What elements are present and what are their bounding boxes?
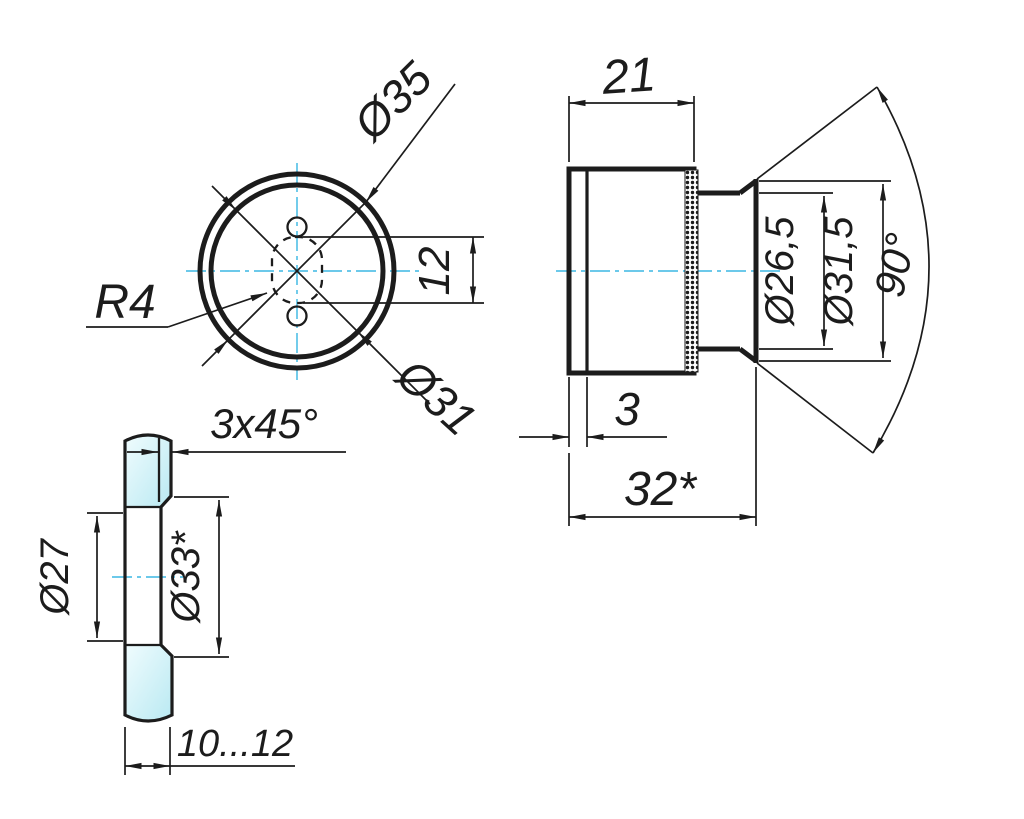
overall-length-label: 32*	[624, 463, 697, 516]
disc-diameter-label: Ø33*	[164, 530, 208, 625]
glass-disc-view: 3x45° Ø27 Ø33* 10...12	[33, 400, 346, 775]
seat-angle-label: 90°	[865, 229, 924, 301]
front-view: Ø35 Ø31 R4 12	[86, 51, 487, 446]
dim-slot-radius: R4	[86, 276, 268, 329]
seat-large-diameter-label: Ø31,5	[817, 216, 861, 328]
dim-bore-diameter: Ø27	[33, 512, 123, 642]
dim-seat-small-diameter: Ø26,5	[758, 192, 833, 350]
cone-top-edge	[738, 179, 758, 195]
seat-small-diameter-label: Ø26,5	[758, 216, 802, 328]
dim-slot-length: 12	[303, 236, 484, 304]
inner-diameter-label: Ø31	[386, 347, 487, 445]
chamfer-label: 3x45°	[210, 400, 318, 447]
inner-circle	[208, 182, 386, 360]
thickness-label: 10...12	[177, 723, 293, 765]
dim-body-length: 21	[568, 48, 695, 162]
dim-thickness: 10...12	[124, 723, 295, 775]
recess-depth-label: 3	[614, 383, 640, 435]
slot-length-label: 12	[410, 247, 459, 296]
dim-disc-diameter: Ø33*	[164, 496, 229, 658]
outer-diameter-label: Ø35	[342, 51, 442, 151]
slot-radius-label: R4	[94, 276, 155, 329]
cone-bottom-edge	[738, 347, 758, 363]
glass-bottom-section	[125, 645, 172, 721]
dim-overall-length: 32*	[568, 367, 757, 526]
dim-chamfer: 3x45°	[127, 400, 346, 456]
dim-recess-depth: 3	[519, 377, 667, 447]
bore-diameter-label: Ø27	[33, 537, 77, 616]
bottom-hole	[286, 305, 308, 327]
hidden-slot-outline	[270, 235, 324, 305]
side-view: 21 3 32* Ø26,5 Ø31,5	[519, 48, 930, 526]
outer-circle	[197, 171, 397, 371]
knurled-band	[684, 169, 699, 373]
body-length-label: 21	[599, 48, 657, 105]
glass-top-section	[125, 435, 171, 507]
